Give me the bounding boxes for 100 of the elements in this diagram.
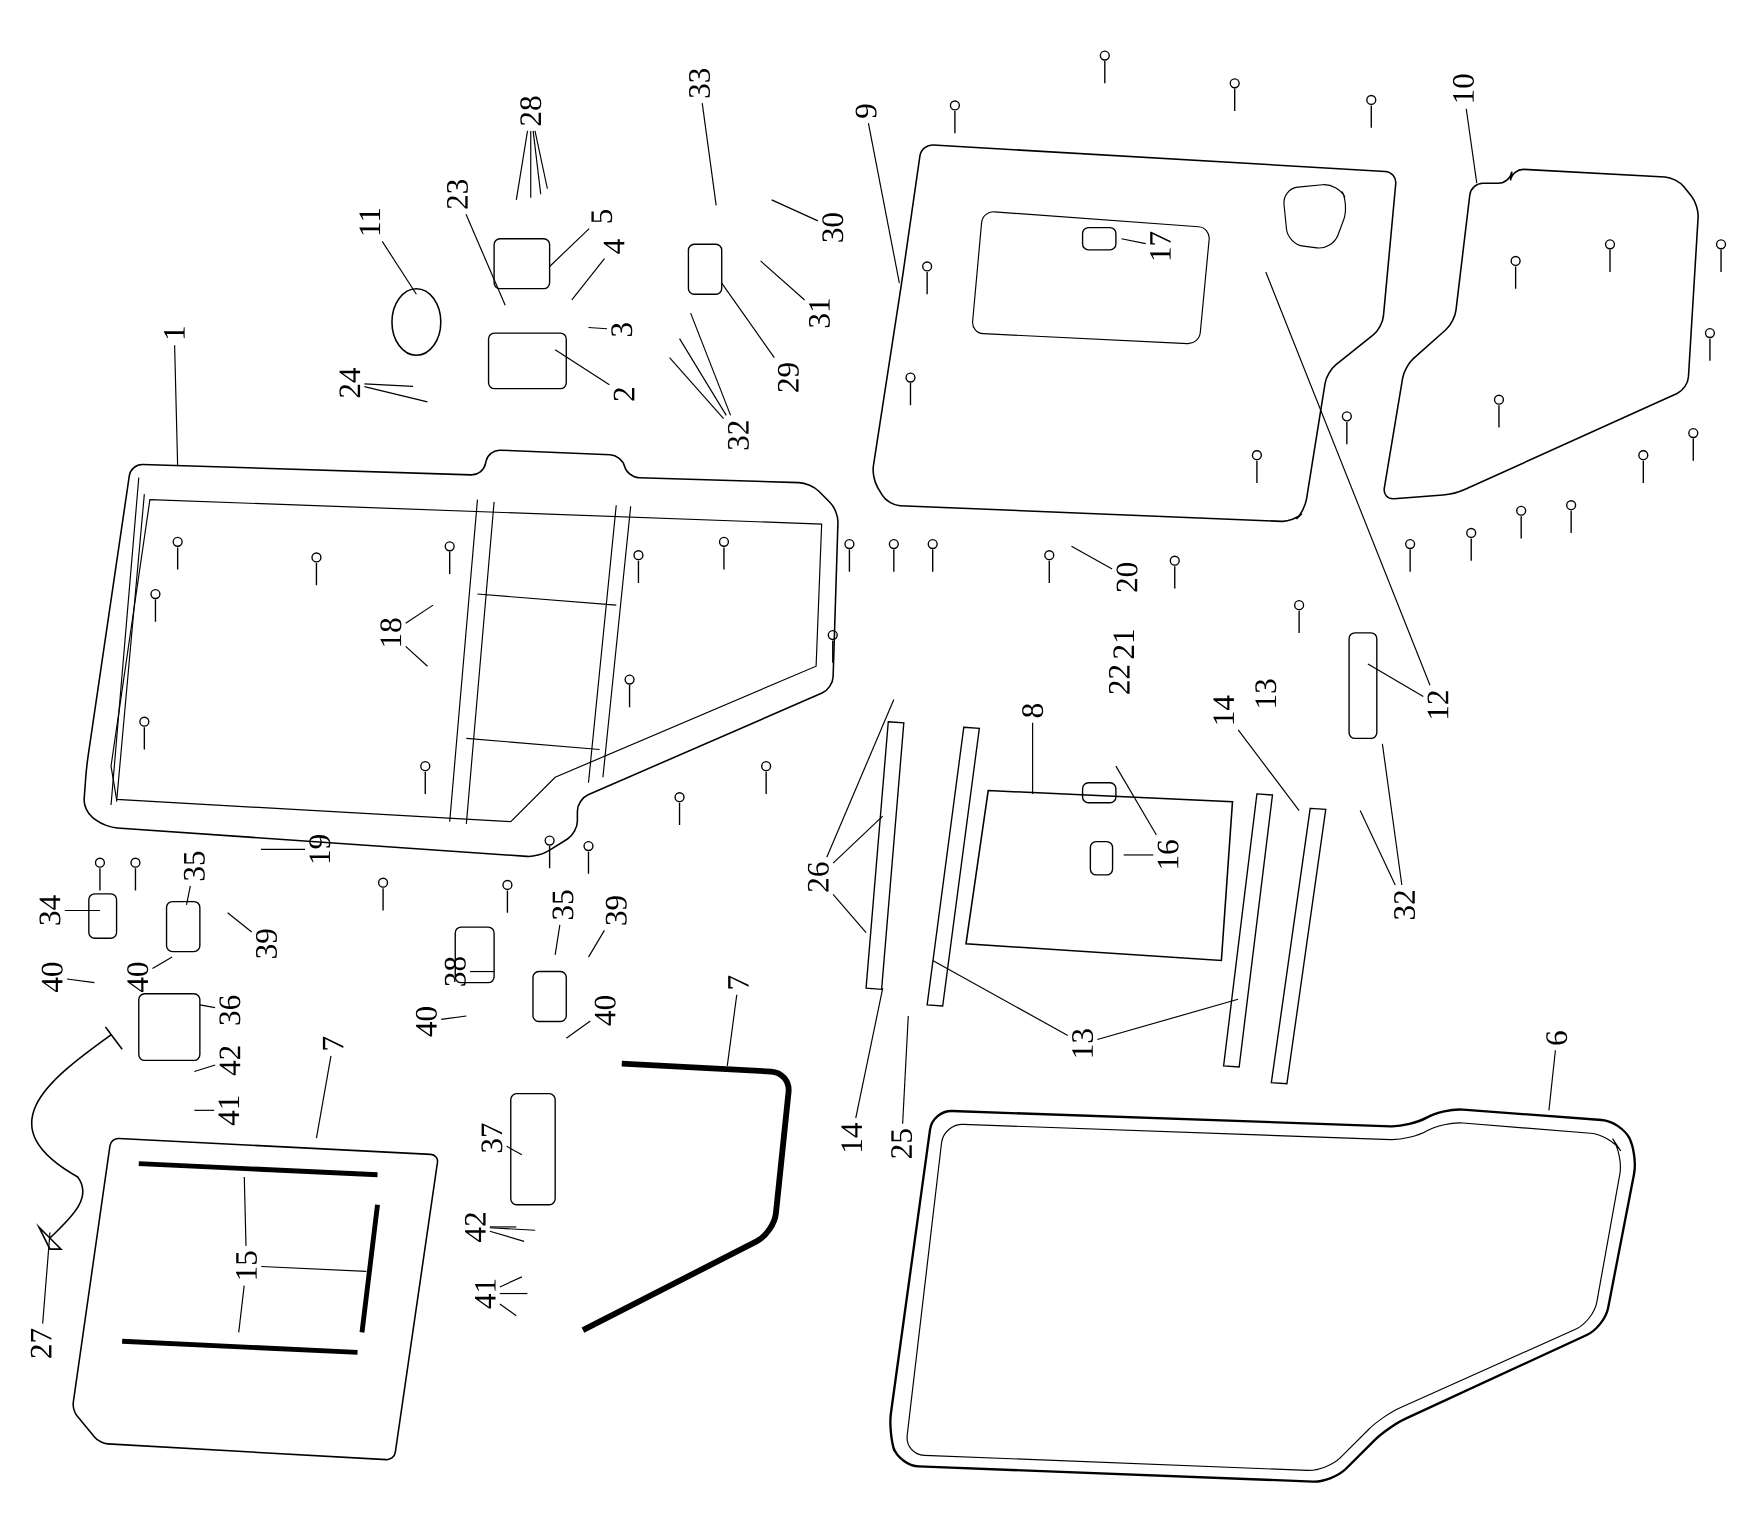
leader-line <box>363 383 414 387</box>
leader-line <box>726 993 738 1067</box>
leader-line <box>440 1015 467 1020</box>
callout-number: 14 <box>1213 695 1234 724</box>
leader-line <box>381 240 417 295</box>
callout-number: 24 <box>339 367 361 398</box>
leader-line <box>549 227 590 267</box>
leader-line <box>678 337 727 416</box>
leader-line <box>867 122 900 284</box>
callout-number: 7 <box>322 1036 344 1050</box>
leader-line <box>315 1055 332 1139</box>
leader-line <box>826 698 895 858</box>
callout-number: 34 <box>39 895 61 925</box>
callout-number: 40 <box>594 995 616 1026</box>
callout-number: 33 <box>689 68 710 98</box>
callout-number: 42 <box>219 1046 241 1076</box>
callout-number: 32 <box>1394 890 1416 919</box>
leader-line <box>64 909 101 911</box>
callout-number: 14 <box>841 1122 862 1151</box>
leader-line <box>199 1004 216 1009</box>
leader-line <box>1359 809 1396 886</box>
leader-line <box>489 1230 525 1242</box>
leader-line <box>1115 765 1157 836</box>
callout-number: 30 <box>822 212 844 242</box>
leader-line <box>855 987 884 1119</box>
leader-line <box>565 1020 591 1039</box>
leader-line <box>534 130 548 190</box>
callout-number: 17 <box>1150 231 1171 260</box>
callout-number: 5 <box>591 209 613 223</box>
leader-line <box>554 924 561 956</box>
leader-line <box>587 326 608 330</box>
leader-line <box>260 1265 367 1272</box>
callout-number: 8 <box>1022 703 1044 717</box>
leader-line <box>515 130 529 201</box>
callout-number: 12 <box>1427 690 1449 718</box>
callout-number: 16 <box>1157 840 1179 868</box>
callout-number: 39 <box>605 895 627 925</box>
leader-line <box>174 344 179 467</box>
leader-line <box>489 1226 536 1231</box>
callout-number: 25 <box>891 1129 913 1158</box>
callout-number: 3 <box>611 322 633 336</box>
callout-number: 13 <box>1255 679 1277 707</box>
callout-number: 40 <box>127 962 149 992</box>
leader-line <box>668 356 725 419</box>
leader-line <box>932 959 1069 1036</box>
callout-number: 22 <box>1108 665 1130 694</box>
callout-number: 31 <box>808 299 830 327</box>
leader-line <box>469 970 495 972</box>
leader-line <box>1265 271 1431 686</box>
leader-line <box>1096 998 1239 1040</box>
callout-number: 18 <box>380 618 402 646</box>
leader-line <box>530 130 532 198</box>
leader-line <box>363 385 429 403</box>
leader-line <box>1465 107 1478 184</box>
callout-number: 2 <box>613 387 635 401</box>
callout-number: 21 <box>1113 630 1134 658</box>
callout-number: 41 <box>218 1096 240 1126</box>
callout-number: 19 <box>309 834 331 862</box>
callout-number: 26 <box>807 862 829 892</box>
leader-line <box>1123 854 1154 856</box>
leader-line <box>499 1303 517 1317</box>
leader-line <box>405 645 429 667</box>
leader-line <box>499 1292 528 1294</box>
leader-line <box>260 848 306 850</box>
callout-number: 27 <box>30 1328 52 1358</box>
callout-number: 10 <box>1452 74 1474 102</box>
callout-number: 7 <box>728 975 749 989</box>
leader-line <box>506 1145 523 1156</box>
callout-number: 40 <box>415 1006 437 1037</box>
callout-number: 1 <box>164 326 185 338</box>
leader-line <box>832 815 884 864</box>
leader-line <box>554 348 610 386</box>
callout-number: 20 <box>1116 562 1138 592</box>
callout-number: 15 <box>236 1251 257 1279</box>
leader-line <box>193 1109 215 1111</box>
callout-number: 13 <box>1072 1029 1094 1057</box>
leader-line <box>1381 743 1403 886</box>
leader-line <box>185 885 191 906</box>
leader-line <box>1120 237 1147 244</box>
leader-line <box>42 1231 51 1324</box>
leader-line <box>902 1015 909 1125</box>
callout-number: 28 <box>520 96 542 125</box>
leader-line <box>193 1064 216 1072</box>
callout-number: 4 <box>603 238 625 254</box>
callout-number: 37 <box>481 1123 503 1152</box>
leader-line <box>1032 721 1034 795</box>
leader-line <box>760 260 806 301</box>
leader-line <box>1548 1049 1556 1111</box>
leader-line <box>465 213 506 306</box>
leader-line <box>238 1284 245 1333</box>
leader-line <box>227 911 253 933</box>
leader-line <box>489 1226 517 1228</box>
leader-line <box>690 312 732 416</box>
callout-number: 41 <box>474 1279 496 1309</box>
callout-number: 29 <box>777 362 799 392</box>
callout-number: 11 <box>359 208 381 235</box>
leader-line <box>721 282 775 358</box>
callout-number: 40 <box>41 962 63 992</box>
callout-number: 23 <box>447 179 468 209</box>
leader-line <box>532 130 542 195</box>
